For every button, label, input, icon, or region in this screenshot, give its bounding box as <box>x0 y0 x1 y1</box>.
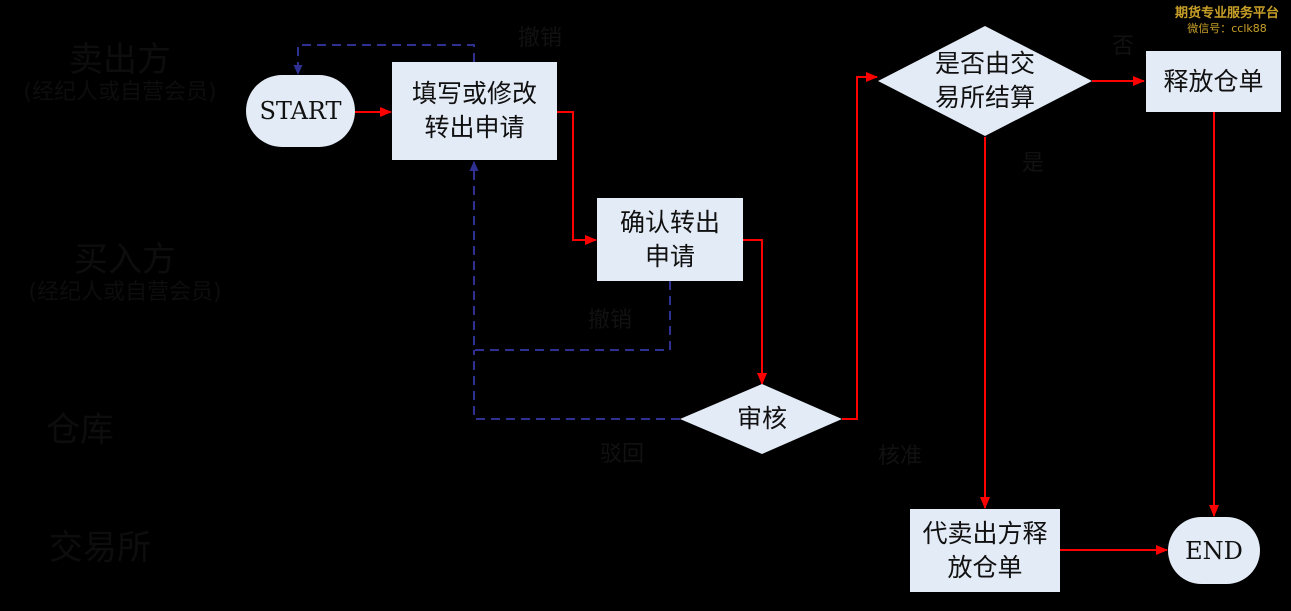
start-label: START <box>259 97 342 125</box>
decision-diamond <box>878 26 1092 136</box>
edge-label-cancel-top: 撤销 <box>518 26 563 51</box>
lane-warehouse: 仓库 <box>10 410 150 450</box>
return-cancel-mid <box>469 161 671 351</box>
edge-label-reject: 驳回 <box>600 442 645 467</box>
decision-label: 是否由交 易所结算 <box>910 45 1060 117</box>
lane-seller-name: 卖出方 <box>69 40 171 80</box>
watermark-line1: 期货专业服务平台 <box>1174 6 1279 21</box>
edge-label-cancel-mid: 撤销 <box>588 308 633 333</box>
release-box: 释放仓单 <box>1146 51 1281 112</box>
lane-buyer-sub: (经纪人或自营会员) <box>28 280 222 305</box>
agent-release-line1: 代卖出方释 <box>922 518 1048 548</box>
decision-line1: 是否由交 <box>934 49 1035 78</box>
flow-fill-to-confirm <box>557 111 597 245</box>
end-node: END <box>1168 517 1260 584</box>
agent-release-box: 代卖出方释 放仓单 <box>910 509 1060 592</box>
review-label: 审核 <box>700 399 824 439</box>
end-label: END <box>1185 536 1243 565</box>
confirm-request-box: 确认转出 申请 <box>597 198 743 281</box>
edge-label-no: 否 <box>1112 34 1135 59</box>
agent-release-line2: 放仓单 <box>947 552 1023 582</box>
confirm-request-line1: 确认转出 <box>619 207 720 237</box>
fill-request-line1: 填写或修改 <box>411 79 537 108</box>
start-node: START <box>246 75 355 147</box>
flow-confirm-to-review <box>743 239 767 385</box>
fill-request-box: 填写或修改 转出申请 <box>392 62 557 160</box>
decision-line2: 易所结算 <box>934 83 1035 112</box>
lane-seller-sub: (经纪人或自营会员) <box>23 80 217 105</box>
watermark: 期货专业服务平台 微信号：cclk88 <box>1175 6 1279 36</box>
edge-label-approve: 核准 <box>878 444 923 469</box>
lane-seller: 卖出方 (经纪人或自营会员) <box>0 40 240 106</box>
lane-exchange-name: 交易所 <box>49 528 151 568</box>
watermark-line2: 微信号：cclk88 <box>1187 22 1267 35</box>
edge-label-yes: 是 <box>1022 151 1045 176</box>
fill-request-line2: 转出申请 <box>424 113 525 142</box>
lane-warehouse-name: 仓库 <box>46 410 114 450</box>
review-diamond <box>680 384 842 454</box>
flow-review-to-decision <box>842 72 878 420</box>
lane-exchange: 交易所 <box>20 528 180 568</box>
lane-buyer: 买入方 (经纪人或自营会员) <box>0 240 250 306</box>
confirm-request-line2: 申请 <box>644 241 695 271</box>
review-text: 审核 <box>736 404 787 433</box>
return-reject <box>473 350 680 420</box>
return-cancel-top <box>293 44 475 75</box>
release-label: 释放仓单 <box>1163 66 1264 96</box>
lane-buyer-name: 买入方 <box>74 240 176 280</box>
